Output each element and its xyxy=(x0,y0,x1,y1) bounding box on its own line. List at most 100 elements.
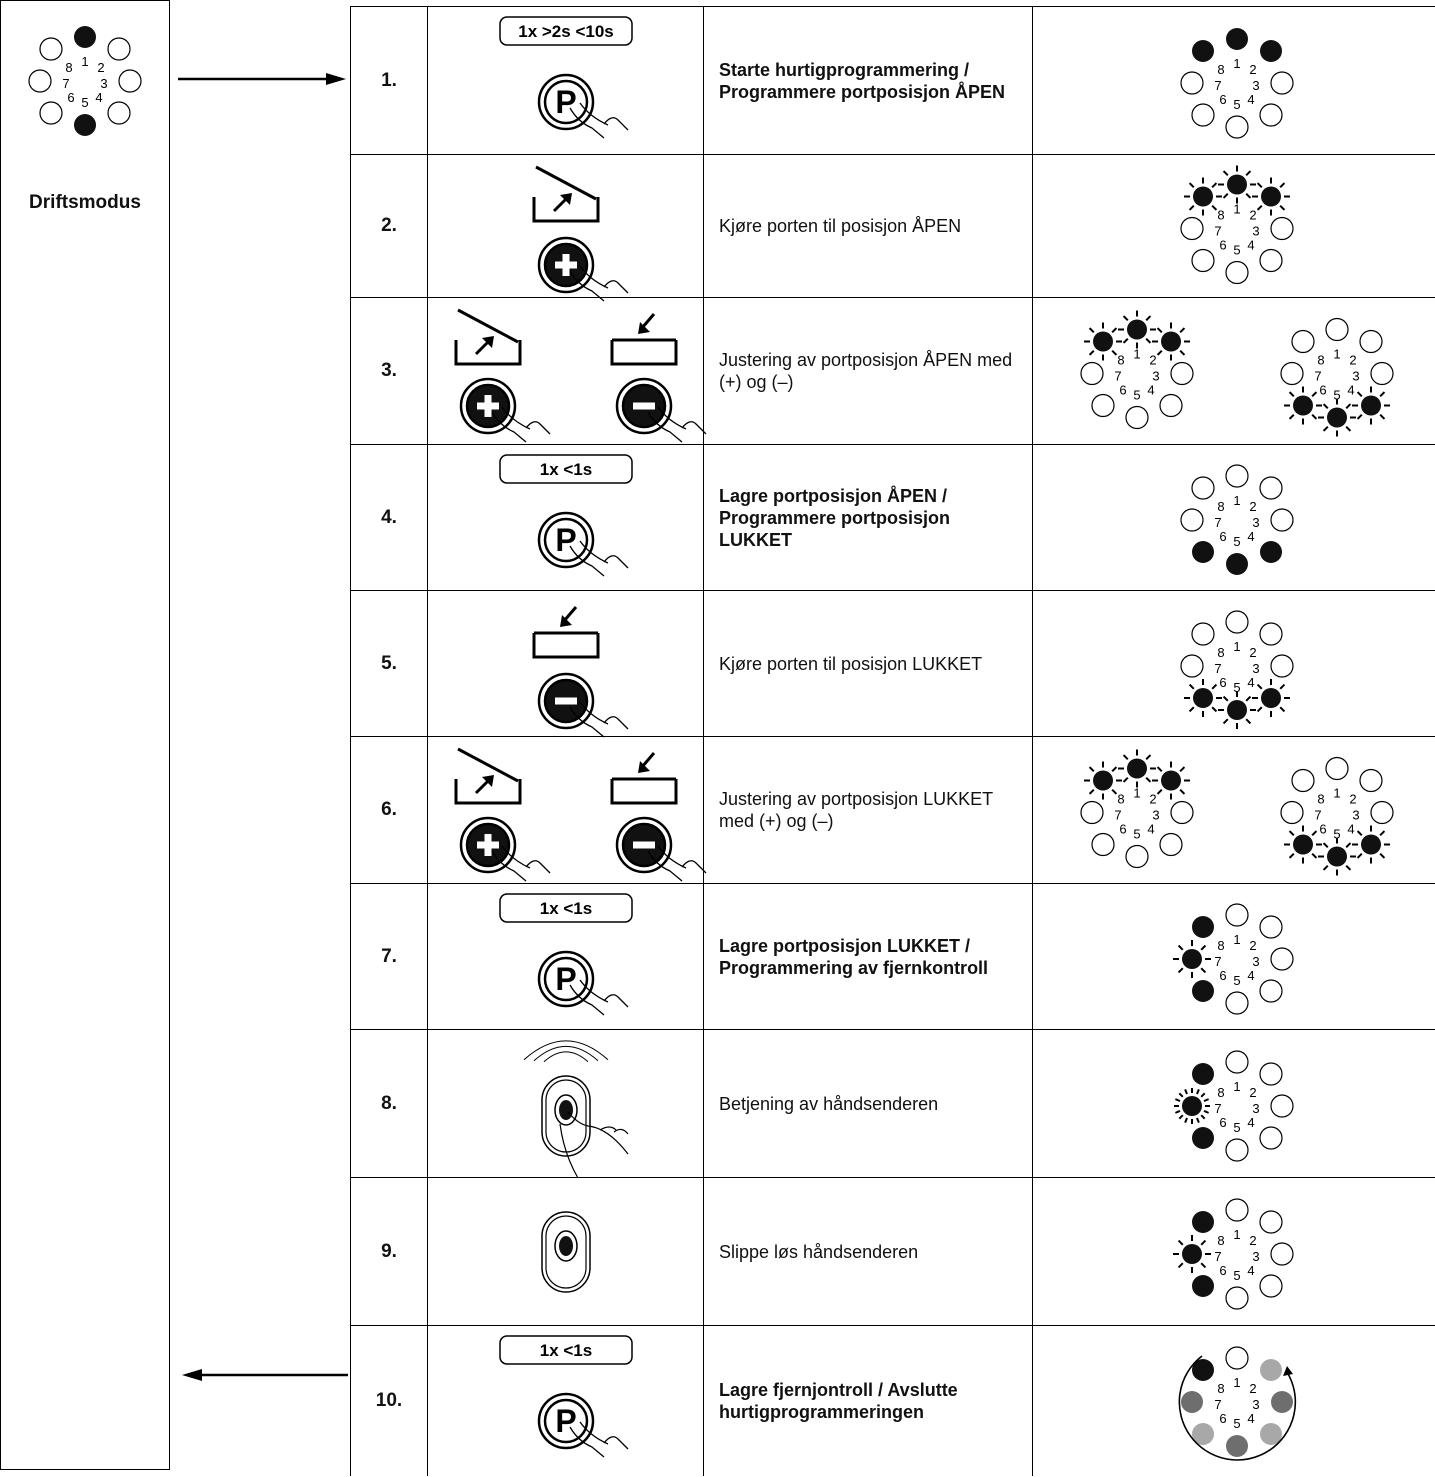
step-row: 6. Justering av portposisjon LUKKET med (… xyxy=(350,736,1435,883)
led-6 xyxy=(1184,679,1222,717)
led-3 xyxy=(1271,1391,1293,1413)
led-number-1: 1 xyxy=(1233,1079,1240,1094)
led-1 xyxy=(1225,1198,1249,1222)
step-description-cell: Justering av portposisjon LUKKET med (+)… xyxy=(703,737,1032,883)
led-6 xyxy=(39,101,63,125)
led-number-6: 6 xyxy=(1219,1411,1226,1426)
led-number-2: 2 xyxy=(1249,1085,1256,1100)
led-number-7: 7 xyxy=(1214,1249,1221,1264)
led-7 xyxy=(1180,508,1204,532)
led-number-4: 4 xyxy=(1347,383,1354,398)
led-7 xyxy=(1180,654,1204,678)
p-short-icon: 1x <1sP xyxy=(499,893,633,1016)
led-2 xyxy=(1252,177,1290,216)
led-number-6: 6 xyxy=(1219,675,1226,690)
led-number-5: 5 xyxy=(1233,973,1240,988)
led-number-7: 7 xyxy=(1314,369,1321,384)
led-number-1: 1 xyxy=(1333,347,1340,362)
step-icon-cell xyxy=(427,155,703,302)
step-number: 1. xyxy=(381,69,397,91)
led-number-6: 6 xyxy=(1219,92,1226,107)
led-number-7: 7 xyxy=(1214,78,1221,93)
led-number-2: 2 xyxy=(1249,938,1256,953)
led-5 xyxy=(1226,553,1248,575)
led-8 xyxy=(1184,177,1222,216)
led-number-8: 8 xyxy=(1217,62,1224,77)
led-3 xyxy=(1270,654,1294,678)
led-3 xyxy=(1170,800,1194,825)
led-number-6: 6 xyxy=(1119,822,1126,837)
led-number-8: 8 xyxy=(1117,353,1124,368)
led-4 xyxy=(1260,1423,1282,1445)
led-number-8: 8 xyxy=(65,60,72,75)
led-2 xyxy=(1259,1062,1283,1086)
led-7 xyxy=(1080,800,1104,825)
step-description-cell: Lagre portposisjon LUKKET / Programmerin… xyxy=(703,884,1032,1029)
led-4 xyxy=(1259,1274,1283,1298)
led-number-2: 2 xyxy=(97,60,104,75)
led-2 xyxy=(1260,1359,1282,1381)
led-1 xyxy=(1226,28,1248,50)
led-number-2: 2 xyxy=(1149,792,1156,807)
led-number-5: 5 xyxy=(1233,1120,1240,1135)
led-7 xyxy=(1180,216,1204,241)
step-number: 3. xyxy=(381,360,397,381)
step-description: Betjening av håndsenderen xyxy=(719,1093,939,1114)
led-3 xyxy=(1370,800,1394,825)
led-8 xyxy=(1291,768,1315,793)
led-number-4: 4 xyxy=(1347,822,1354,837)
led-4 xyxy=(1352,825,1390,864)
led-8 xyxy=(1084,761,1122,800)
led-number-1: 1 xyxy=(1233,493,1240,508)
led-number-1: 1 xyxy=(1333,786,1340,801)
svg-text:P: P xyxy=(555,961,576,997)
led-number-2: 2 xyxy=(1349,792,1356,807)
led-number-3: 3 xyxy=(1152,808,1159,823)
led-number-2: 2 xyxy=(1149,353,1156,368)
led-5 xyxy=(1125,405,1149,430)
led-8 xyxy=(1192,40,1214,62)
led-7 xyxy=(1173,940,1211,978)
led-number-2: 2 xyxy=(1249,62,1256,77)
step-number-cell: 4. xyxy=(350,445,427,590)
led-number-4: 4 xyxy=(1147,383,1154,398)
led-number-1: 1 xyxy=(1233,1227,1240,1242)
led-3 xyxy=(1270,1242,1294,1266)
led-number-3: 3 xyxy=(1252,515,1259,530)
step-description: Justering av portposisjon ÅPEN med (+) o… xyxy=(719,350,1013,392)
led-number-8: 8 xyxy=(1217,1085,1224,1100)
led-number-8: 8 xyxy=(1217,1381,1224,1396)
step-description-cell: Lagre fjernjontroll / Avslutte hurtigpro… xyxy=(703,1326,1032,1476)
step-number-cell: 6. xyxy=(350,737,427,883)
led-5 xyxy=(1226,1435,1248,1457)
led-number-3: 3 xyxy=(1252,1249,1259,1264)
led-3 xyxy=(1270,508,1294,532)
led-number-5: 5 xyxy=(1133,388,1140,403)
step-description: Starte hurtigprogrammering / Programmere… xyxy=(719,59,1006,102)
led-number-7: 7 xyxy=(1214,1397,1221,1412)
led-number-3: 3 xyxy=(1352,369,1359,384)
led-6 xyxy=(1191,248,1215,273)
led-number-3: 3 xyxy=(1252,1397,1259,1412)
led-3 xyxy=(1170,361,1194,386)
led-7 xyxy=(1173,1235,1211,1273)
led-2 xyxy=(1259,476,1283,500)
led-4 xyxy=(1259,979,1283,1003)
led-number-5: 5 xyxy=(1133,827,1140,842)
led-number-4: 4 xyxy=(1247,529,1254,544)
led-number-6: 6 xyxy=(67,90,74,105)
step-description: Justering av portposisjon LUKKET med (+)… xyxy=(719,789,993,831)
